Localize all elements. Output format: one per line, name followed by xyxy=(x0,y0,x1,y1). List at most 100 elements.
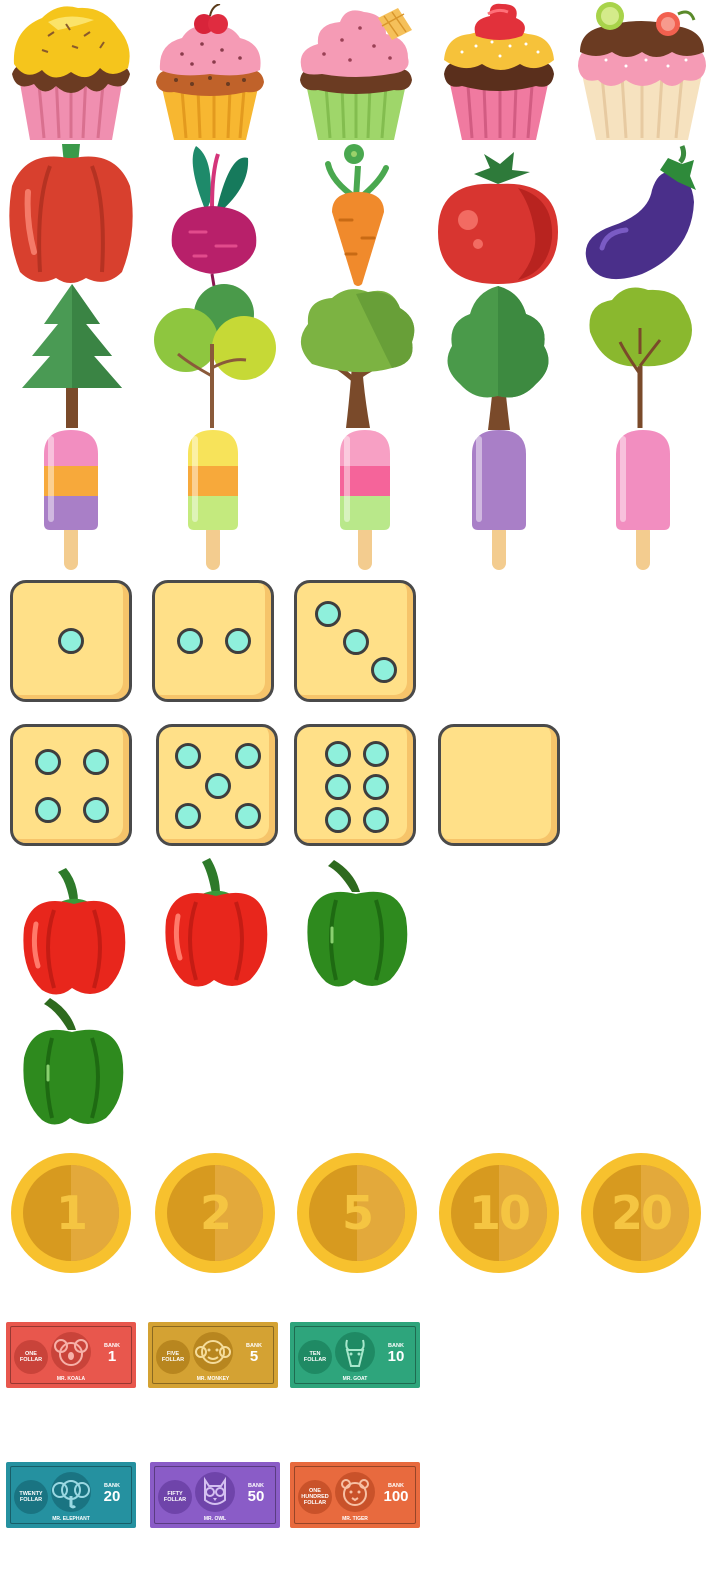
bill-border xyxy=(154,1466,276,1524)
bill-bank-label: BANK xyxy=(388,1343,404,1349)
die-face-3 xyxy=(294,580,416,702)
bill-name: MR. ELEPHANT xyxy=(52,1516,90,1522)
coin-2: 2 xyxy=(154,1152,276,1274)
die-face-6 xyxy=(294,724,416,846)
bill-1: ONE FOLLAR BANK 1 MR. KOALA xyxy=(6,1322,136,1388)
bush-tree-icon xyxy=(586,284,696,428)
die-pip xyxy=(35,749,61,775)
popsicle-tricolor-icon xyxy=(42,428,102,572)
bill-left-label: TWENTY FOLLAR xyxy=(14,1480,48,1514)
bill-left-label: ONE HUNDRED FOLLAR xyxy=(298,1480,332,1514)
bill-denomination: 5 xyxy=(249,1348,259,1365)
bill-border xyxy=(10,1326,132,1384)
die-pip xyxy=(315,601,341,627)
pine-tree-icon xyxy=(20,284,124,428)
die-pip xyxy=(363,774,389,800)
coin-value: 10 xyxy=(468,1186,531,1240)
beetroot-icon xyxy=(166,142,262,286)
bill-bank-label: BANK xyxy=(388,1483,404,1489)
die-pip xyxy=(177,628,203,654)
die-pip xyxy=(325,741,351,767)
bill-left-label: FIFTY FOLLAR xyxy=(158,1480,192,1514)
red-pepper-icon xyxy=(162,858,270,990)
bill-name: MR. OWL xyxy=(203,1516,227,1522)
die-pip xyxy=(325,807,351,833)
bill-right-block: BANK 5 xyxy=(238,1336,270,1372)
bill-denomination: 100 xyxy=(383,1488,409,1505)
elephant-icon xyxy=(51,1472,91,1512)
goat-icon xyxy=(335,1332,375,1372)
die-pip xyxy=(58,628,84,654)
bell-pepper-red-icon xyxy=(6,142,136,286)
oak-tree-icon xyxy=(292,284,420,428)
bill-name: MR. KOALA xyxy=(56,1376,86,1382)
bill-denomination: 10 xyxy=(387,1348,405,1365)
coin-icon xyxy=(297,1153,417,1273)
coin-value: 20 xyxy=(610,1186,673,1240)
die-pip xyxy=(325,774,351,800)
coin-20: 20 xyxy=(580,1152,702,1274)
popsicle-pink-icon xyxy=(614,428,672,572)
bill-name: MR. MONKEY xyxy=(196,1376,230,1382)
die-pip xyxy=(235,803,261,829)
bill-border xyxy=(294,1466,416,1524)
bill-50: FIFTY FOLLAR BANK 50 MR. OWL xyxy=(150,1462,280,1528)
red-pepper-icon xyxy=(20,866,128,998)
bill-5: FIVE FOLLAR BANK 5 MR. MONKEY xyxy=(148,1322,278,1388)
die-face-blank xyxy=(438,724,560,846)
bill-denomination: 1 xyxy=(107,1348,117,1365)
tiger-icon xyxy=(335,1472,375,1512)
die-face-2 xyxy=(152,580,274,702)
koala-icon xyxy=(51,1332,91,1372)
cupcake-strawberry-icon xyxy=(440,0,558,142)
bill-name: MR. GOAT xyxy=(342,1376,368,1382)
bill-right-block: BANK 20 xyxy=(96,1476,128,1512)
cupcake-cherry-icon xyxy=(152,4,268,142)
monkey-icon xyxy=(193,1332,233,1372)
die-pip xyxy=(175,803,201,829)
bill-left-label: TEN FOLLAR xyxy=(298,1340,332,1374)
coin-1: 1 xyxy=(10,1152,132,1274)
bill-bank-label: BANK xyxy=(104,1483,120,1489)
bill-border xyxy=(10,1466,132,1524)
die-face-4 xyxy=(10,724,132,846)
owl-icon xyxy=(195,1472,235,1512)
die-pip xyxy=(205,773,231,799)
die-pip xyxy=(363,741,389,767)
coin-value: 2 xyxy=(199,1186,232,1240)
die-pip xyxy=(363,807,389,833)
cupcake-yellow-icon xyxy=(8,2,134,142)
bill-denomination: 20 xyxy=(103,1488,121,1505)
eggplant-icon xyxy=(582,142,700,286)
cupcake-kiwi-icon xyxy=(576,0,708,142)
bill-bank-label: BANK xyxy=(248,1483,264,1489)
green-pepper-icon xyxy=(304,858,410,992)
die-pip xyxy=(225,628,251,654)
die-pip xyxy=(83,749,109,775)
coin-icon xyxy=(155,1153,275,1273)
die-pip xyxy=(235,743,261,769)
cupcake-wafer-icon xyxy=(294,0,418,142)
coin-icon xyxy=(439,1153,559,1273)
bill-right-block: BANK 10 xyxy=(380,1336,412,1372)
bill-left-label: FIVE FOLLAR xyxy=(156,1340,190,1374)
bill-name: MR. TIGER xyxy=(342,1516,368,1522)
die-face-1 xyxy=(10,580,132,702)
green-pepper-icon xyxy=(20,996,126,1130)
coin-icon xyxy=(11,1153,131,1273)
bill-right-block: BANK 50 xyxy=(240,1476,272,1512)
carrot-icon xyxy=(322,142,394,288)
popsicle-lemon-lime-icon xyxy=(186,428,242,572)
tomato-icon xyxy=(434,144,562,286)
die-pip xyxy=(35,797,61,823)
die-pip xyxy=(371,657,397,683)
bill-bank-label: BANK xyxy=(246,1343,262,1349)
bill-denomination: 50 xyxy=(247,1488,265,1505)
popsicle-pink-green-icon xyxy=(338,428,394,572)
coin-10: 10 xyxy=(438,1152,560,1274)
bill-20: TWENTY FOLLAR BANK 20 MR. ELEPHANT xyxy=(6,1462,136,1528)
bill-100: ONE HUNDRED FOLLAR BANK 100 MR. TIGER xyxy=(290,1462,420,1528)
die-pip xyxy=(175,743,201,769)
popsicle-grape-icon xyxy=(470,428,530,572)
coin-5: 5 xyxy=(296,1152,418,1274)
